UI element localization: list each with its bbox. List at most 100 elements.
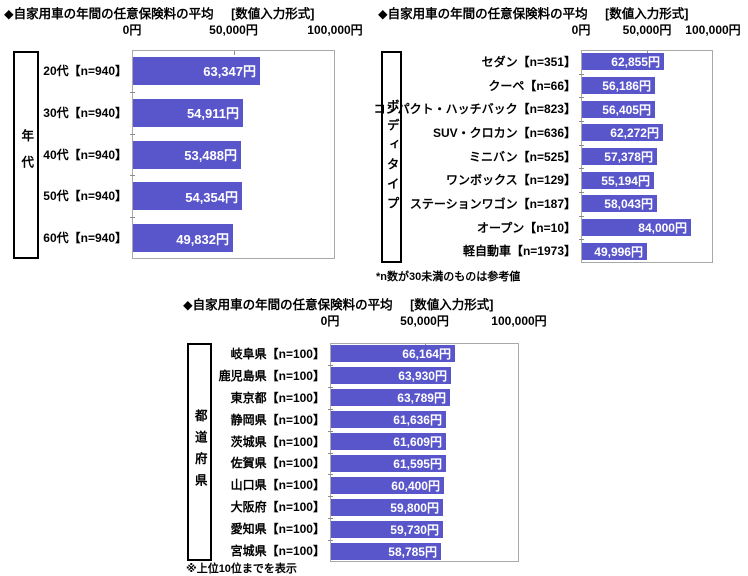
bar-value-label: 56,186円 [602,79,651,93]
bar-20代【n=940】: 63,347円 [133,56,260,85]
bar-value-label: 58,785円 [388,544,437,559]
row-tick [130,133,135,135]
category-label: 軽自動車【n=1973】 [462,244,576,259]
row-tick [328,496,333,498]
bar-30代【n=940】: 54,911円 [133,98,243,127]
category-label: 40代【n=940】 [43,147,127,162]
bar-value-label: 49,832円 [176,231,229,247]
x-axis-tick-label: 50,000円 [400,314,449,328]
category-label: SUV・クロカン【n=636】 [432,125,576,140]
row-tick [130,175,135,177]
category-label: 20代【n=940】 [43,63,127,78]
row-tick [328,540,333,542]
x-axis-tick-label: 0円 [122,23,142,37]
bar-クーペ【n=66】: 56,186円 [582,77,655,94]
category-label: 鹿児島県【n=100】 [218,368,325,383]
bar-岐阜県【n=100】: 66,164円 [331,345,455,363]
chart-bodytype-title: ◆自家用車の年間の任意保険料の平均 [数値入力形式] [378,3,688,22]
row-tick [328,408,333,410]
bar-コンパクト・ハッチバック【n=823】: 56,405円 [582,100,655,118]
bar-60代【n=940】: 49,832円 [133,224,233,253]
category-label: 岐阜県【n=100】 [230,346,325,361]
category-label: セダン【n=351】 [481,54,576,69]
bar-オープン【n=10】: 84,000円 [582,219,691,236]
plot-area-age: 63,347円 54,911円 53,488円 54,354円 49,832円 [130,50,335,259]
row-tick [328,452,333,454]
axis-tick-50000 [647,51,648,55]
bar-value-label: 56,405円 [602,102,651,117]
bar-value-label: 62,855円 [611,55,660,70]
bar-value-label: 59,800円 [390,500,439,515]
bar-50代【n=940】: 54,354円 [133,182,242,211]
category-label: 佐賀県【n=100】 [230,456,325,471]
chart-format-label: [数値入力形式] [410,298,494,312]
row-tick [579,73,584,75]
row-tick [579,239,584,241]
row-tick [579,144,584,146]
category-label: ステーションワゴン【n=187】 [409,196,576,211]
category-label: オープン【n=10】 [477,220,576,235]
row-tick [579,192,584,193]
group-box-prefecture: 都道府県 [187,343,212,561]
row-tick [130,91,135,93]
bar-SUV・クロカン【n=636】: 62,272円 [582,124,663,142]
axis-tick-50000 [233,51,235,55]
bar-静岡県【n=100】: 61,636円 [331,411,446,429]
row-tick [328,474,333,476]
bar-value-label: 54,911円 [186,106,239,122]
bar-value-label: 61,595円 [393,456,442,471]
row-tick [328,386,333,388]
bar-value-label: 59,730円 [390,522,439,537]
bar-value-label: 63,930円 [398,369,447,384]
bar-40代【n=940】: 53,488円 [133,140,241,169]
row-tick [579,97,584,99]
row-tick [328,430,333,432]
bar-value-label: 60,400円 [391,478,440,493]
category-label: 静岡県【n=100】 [230,412,325,427]
category-label: ワンボックス【n=129】 [445,173,576,188]
bar-value-label: 58,043円 [604,197,653,212]
category-label: クーペ【n=66】 [488,78,576,93]
group-label-prefecture: 都道府県 [192,409,207,495]
bar-value-label: 84,000円 [638,221,687,235]
bar-ステーションワゴン【n=187】: 58,043円 [582,195,657,213]
bar-value-label: 57,378円 [604,150,653,164]
category-label: 宮城県【n=100】 [230,544,325,559]
chart-format-label: [数値入力形式] [605,7,689,21]
row-tick [130,217,135,219]
category-label: コンパクト・ハッチバック【n=823】 [373,102,576,117]
bar-軽自動車【n=1973】: 49,996円 [582,242,647,260]
row-tick [579,168,584,170]
group-label-bodytype: ボディタイプ [384,98,399,216]
chart-title-text: ◆自家用車の年間の任意保険料の平均 [183,298,393,312]
bar-愛知県【n=100】: 59,730円 [331,520,443,538]
footnote-prefecture: ※上位10位までを表示 [186,563,297,575]
bar-value-label: 61,609円 [393,435,442,450]
footnote-bodytype: *n数が30未満のものは参考値 [376,271,521,283]
bar-ミニバン【n=525】: 57,378円 [582,148,657,165]
row-tick [328,518,333,520]
category-label: 60代【n=940】 [43,231,127,246]
category-label: ミニバン【n=525】 [469,149,576,164]
x-axis-tick-label: 100,000円 [491,314,547,328]
row-tick [579,215,584,217]
chart-title-text: ◆自家用車の年間の任意保険料の平均 [378,7,588,21]
bar-鹿児島県【n=100】: 63,930円 [331,367,451,385]
category-label: 大阪府【n=100】 [230,500,325,515]
bar-茨城県【n=100】: 61,609円 [331,433,446,451]
category-label: 東京都【n=100】 [230,390,325,405]
row-tick [328,364,333,366]
group-label-age: 年代 [19,128,34,182]
bar-value-label: 66,164円 [402,347,451,362]
bar-佐賀県【n=100】: 61,595円 [331,454,446,472]
x-axis-tick-label: 100,000円 [685,23,741,37]
bar-宮城県【n=100】: 58,785円 [331,542,441,560]
category-label: 茨城県【n=100】 [230,434,325,449]
chart-age-title: ◆自家用車の年間の任意保険料の平均 [数値入力形式] [4,3,314,22]
chart-title-text: ◆自家用車の年間の任意保険料の平均 [4,7,214,21]
